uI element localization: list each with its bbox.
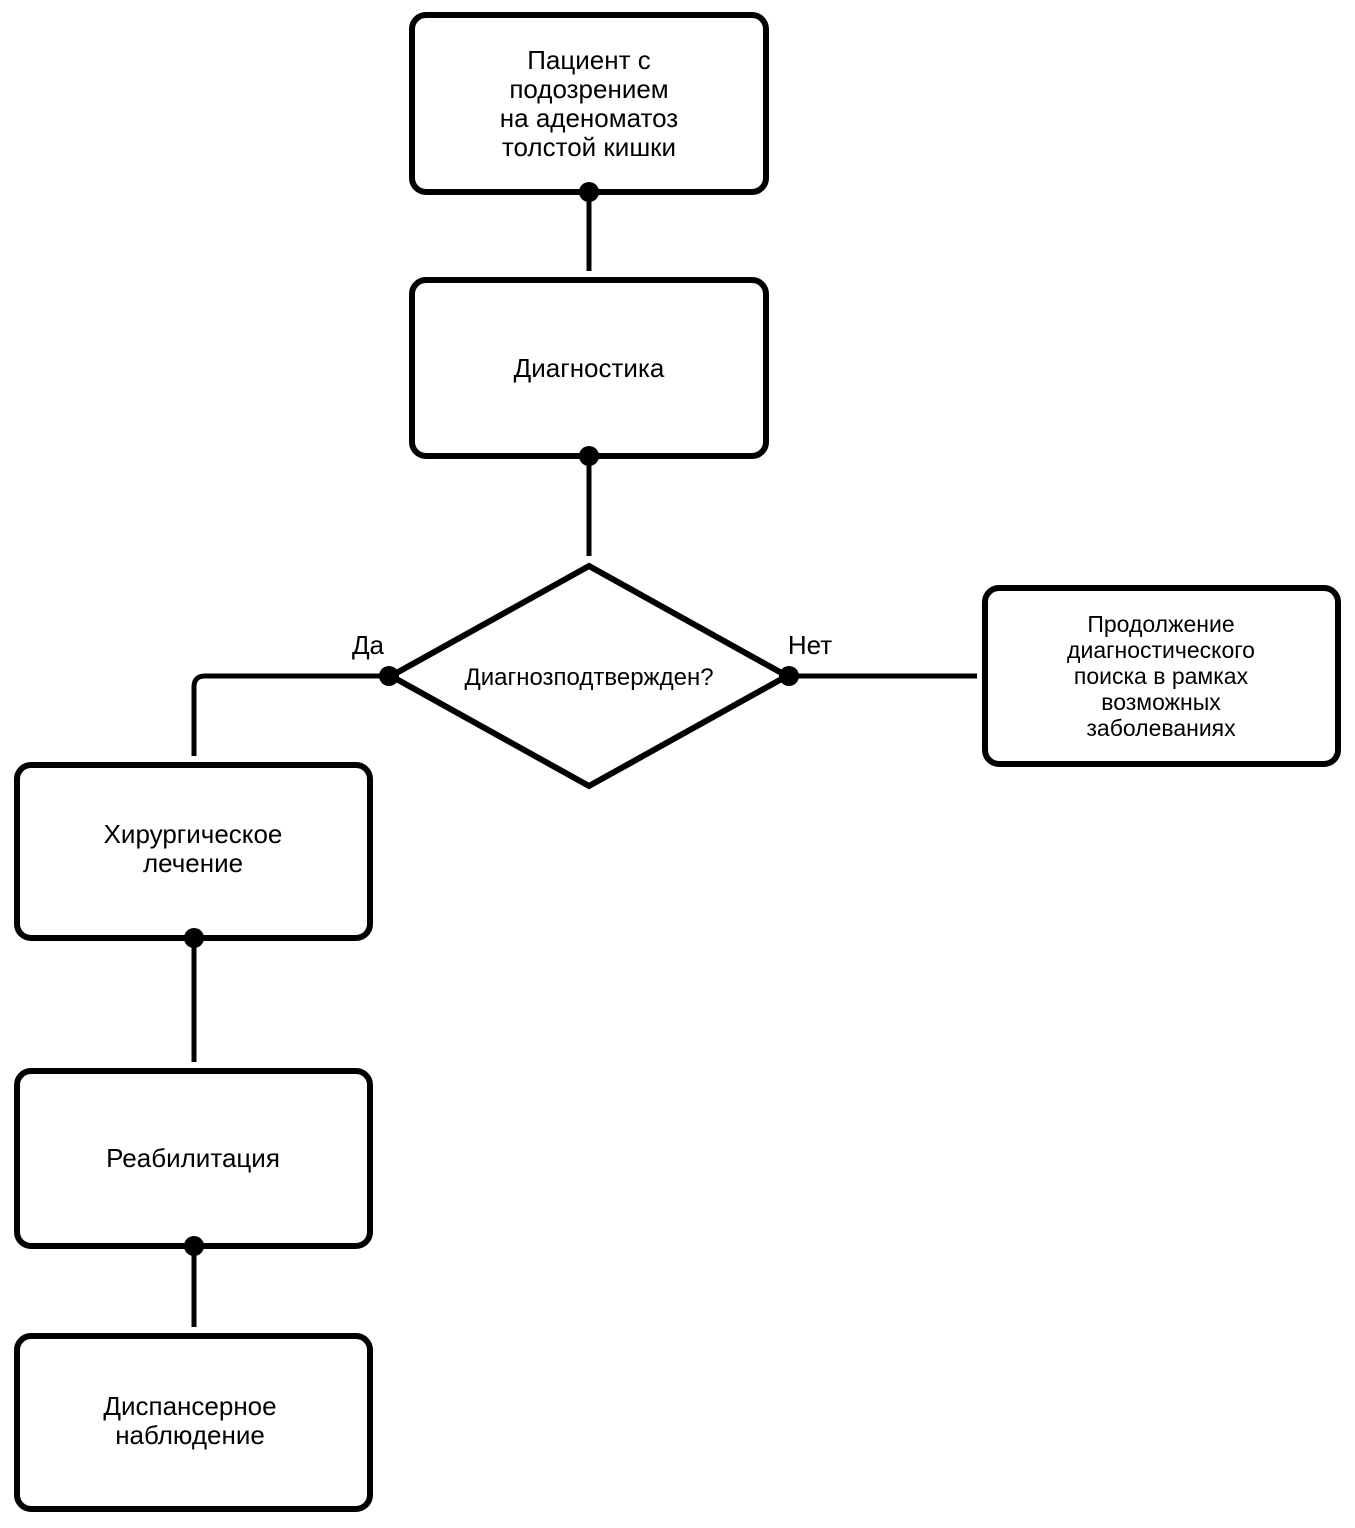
- node-patient-line-2: подозрением: [509, 74, 668, 104]
- node-continue-search-line-4: возможных: [1101, 689, 1221, 715]
- port-patient-bottom: [579, 182, 599, 202]
- node-continue-search-line-2: диагностического: [1067, 637, 1255, 663]
- node-continue-search-line-3: поиска в рамках: [1074, 663, 1249, 689]
- node-continue-search: Продолжение диагностического поиска в ра…: [982, 585, 1341, 767]
- node-dispensary-line-1: Диспансерное: [103, 1391, 276, 1421]
- node-decision: Диагнозподтвержден?: [384, 562, 794, 790]
- node-surgery: Хирургическое лечение: [14, 762, 373, 941]
- node-dispensary: Диспансерное наблюдение: [14, 1333, 373, 1512]
- node-rehab: Реабилитация: [14, 1068, 373, 1249]
- port-diagnostics-bottom: [579, 446, 599, 466]
- port-decision-left: [379, 666, 399, 686]
- node-surgery-line-2: лечение: [143, 848, 243, 878]
- node-rehab-label: Реабилитация: [106, 1143, 280, 1173]
- node-dispensary-line-2: наблюдение: [115, 1420, 265, 1450]
- node-diagnostics: Диагностика: [409, 277, 769, 459]
- node-patient-line-4: толстой кишки: [502, 132, 676, 162]
- node-diagnostics-label: Диагностика: [514, 353, 665, 383]
- node-continue-search-line-5: заболеваниях: [1086, 715, 1236, 741]
- connector-decision-yes-to-surgery: [191, 673, 389, 756]
- node-patient-line-3: на аденоматоз: [500, 103, 678, 133]
- port-rehab-bottom: [184, 1236, 204, 1256]
- edge-label-no: Нет: [788, 630, 832, 660]
- node-continue-search-line-1: Продолжение: [1087, 611, 1234, 637]
- port-surgery-bottom: [184, 928, 204, 948]
- edge-label-yes: Да: [352, 630, 385, 660]
- node-surgery-line-1: Хирургическое: [104, 819, 283, 849]
- node-decision-label: Диагнозподтвержден?: [464, 664, 713, 691]
- node-patient-line-1: Пациент с: [527, 45, 651, 75]
- node-patient: Пациент с подозрением на аденоматоз толс…: [409, 12, 769, 195]
- port-decision-right: [779, 666, 799, 686]
